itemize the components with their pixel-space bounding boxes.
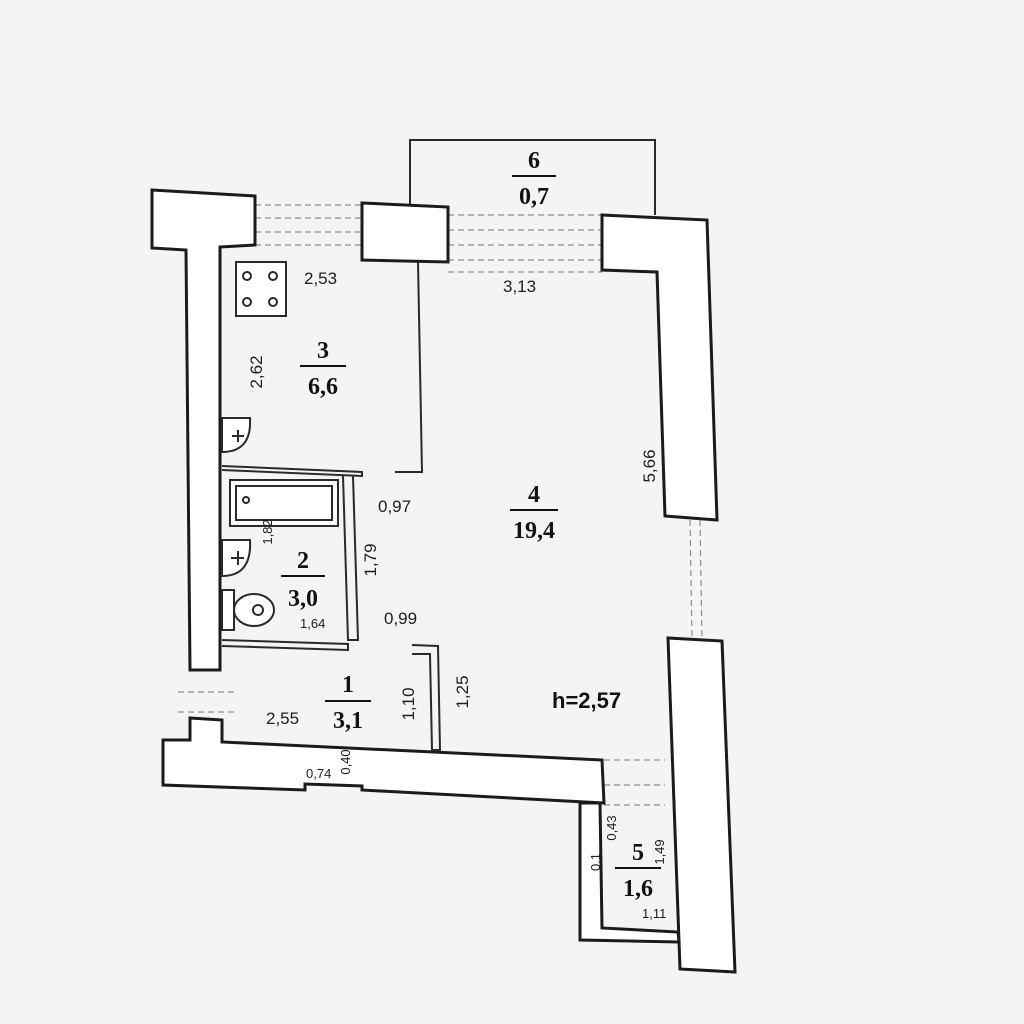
svg-text:6: 6 [528,148,540,174]
room-6-label: 6 0,7 [512,148,556,210]
svg-text:4: 4 [528,482,540,508]
svg-text:5: 5 [632,840,644,866]
kitchen-sink-icon [221,417,252,454]
svg-text:3: 3 [317,338,329,364]
dim-hall-niche: 1,25 [453,675,472,708]
dim-bath-depth: 1,79 [361,543,380,576]
wall-right-lower [666,636,737,974]
wall-top-left [150,188,257,672]
dim-closet-width: 1,11 [642,906,666,921]
svg-text:1,6: 1,6 [623,876,653,902]
svg-text:3,0: 3,0 [288,586,318,612]
dim-bath-length: 1,82 [260,519,275,544]
wall-top-pillar [360,201,450,264]
dim-closet-top: 0,43 [604,815,619,840]
wall-bottom [161,716,606,805]
dim-kitchen-width: 2,53 [304,269,337,288]
svg-text:6,6: 6,6 [308,374,338,400]
room-2-label: 2 3,0 [281,548,325,612]
wall-top-right [600,213,719,522]
wall-closet [578,801,681,944]
dim-hall-width: 2,55 [266,709,299,728]
window-top-right [448,214,602,273]
dim-room-depth: 5,66 [640,449,659,482]
dim-closet-small: 0,1 [588,853,603,871]
svg-text:19,4: 19,4 [513,518,555,544]
ceiling-height-label: h=2,57 [552,688,621,713]
dim-hall-depth: 1,10 [399,687,418,720]
room-5-label: 5 1,6 [615,840,661,902]
room-4-label: 4 19,4 [510,482,558,544]
bath-sink-icon [221,539,252,578]
stove-icon [235,261,287,317]
svg-text:0,7: 0,7 [519,184,549,210]
partition-kitchen [395,261,424,473]
window-right [689,519,703,641]
bathtub-icon [229,479,339,527]
entrance-opening [178,691,236,713]
partition-bath-bottom [221,639,349,652]
window-closet [604,759,665,806]
dim-niche-width: 0,74 [306,766,331,781]
toilet-icon [221,589,275,631]
dim-bath-width: 1,64 [300,616,325,631]
balcony-outline [409,139,656,215]
dim-closet-side: 1,49 [652,839,667,864]
room-3-label: 3 6,6 [300,338,346,400]
dim-door-kitchen: 0,97 [378,497,411,516]
room-1-label: 1 3,1 [325,672,371,734]
dim-room-width: 3,13 [503,277,536,296]
partition-hall [411,644,442,751]
dim-niche-depth: 0,40 [338,749,353,774]
partition-kitchen-bath [221,465,363,478]
partition-bath-right [342,475,360,641]
svg-text:1: 1 [342,672,354,698]
svg-text:2: 2 [297,548,309,574]
svg-text:3,1: 3,1 [333,708,363,734]
window-top-left [255,204,362,246]
dim-kitchen-depth: 2,62 [247,355,266,388]
dim-hall-door: 0,99 [384,609,417,628]
